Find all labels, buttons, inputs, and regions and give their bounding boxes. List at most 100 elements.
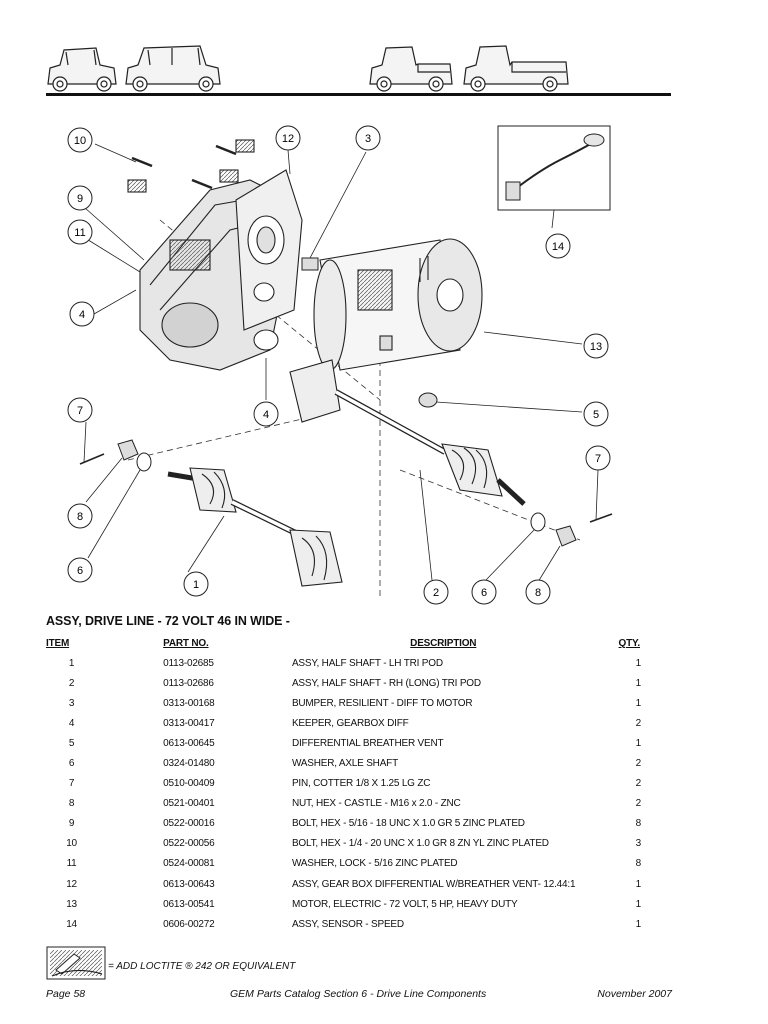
callout-label: 1	[193, 579, 199, 591]
part-number: 0313-00168	[163, 697, 215, 709]
callout-label: 10	[74, 135, 86, 147]
callout-4-top: 4	[69, 301, 95, 327]
part-qty: 8	[635, 818, 642, 830]
part-number: 0510-00409	[163, 778, 215, 790]
callout-label: 5	[593, 409, 599, 421]
item-number: 5	[68, 737, 75, 749]
callout-10: 10	[67, 127, 93, 153]
part-description: WASHER, LOCK - 5/16 ZINC PLATED	[291, 858, 458, 870]
part-description: WASHER, AXLE SHAFT	[291, 758, 398, 770]
part-qty: 1	[635, 677, 642, 689]
item-number: 12	[66, 878, 77, 890]
callout-7-left: 7	[67, 397, 93, 423]
part-number: 0522-00016	[163, 818, 215, 830]
header-part-no: PART NO.	[163, 638, 209, 649]
part-number: 0521-00401	[163, 798, 215, 810]
part-qty: 1	[635, 737, 642, 749]
header-item: ITEM	[46, 638, 70, 649]
half-shaft-rh-long	[289, 359, 526, 506]
parts-table: ITEM PART NO. DESCRIPTION QTY. 1 0113-026…	[46, 636, 658, 934]
callout-4-bottom: 4	[253, 401, 279, 427]
part-number: 0522-00056	[163, 838, 215, 850]
part-description: DIFFERENTIAL BREATHER VENT	[291, 737, 444, 749]
item-number: 7	[68, 778, 75, 790]
item-number: 11	[66, 858, 77, 870]
vehicle-lineup-illustration	[47, 45, 569, 92]
callout-label: 7	[595, 453, 601, 465]
cotter-pin-right	[589, 513, 613, 523]
loctite-note: = ADD LOCTITE ® 242 OR EQUIVALENT	[108, 961, 296, 972]
parts-table-header: ITEM PART NO. DESCRIPTION QTY.	[46, 636, 658, 653]
part-qty: 2	[635, 778, 642, 790]
resilient-bumper	[301, 257, 319, 271]
item-number: 3	[68, 697, 75, 709]
part-description: ASSY, GEAR BOX DIFFERENTIAL W/BREATHER V…	[291, 878, 576, 890]
axle-washer-right	[530, 512, 546, 532]
castle-nut-left	[117, 439, 139, 461]
part-qty: 1	[635, 697, 642, 709]
item-number: 1	[68, 657, 75, 669]
callout-9: 9	[67, 185, 93, 211]
axle-washer-left	[136, 452, 152, 472]
part-number: 0613-00541	[163, 898, 215, 910]
part-description: BOLT, HEX - 5/16 - 18 UNC X 1.0 GR 5 ZIN…	[291, 818, 525, 830]
drive-line-exploded-diagram: 10 12 3 9 11 4 14 13 4 5 7 7 8 6 1 2 6 8	[67, 125, 613, 605]
part-qty: 1	[635, 657, 642, 669]
callout-6-left: 6	[67, 557, 93, 583]
part-description: NUT, HEX - CASTLE - M16 x 2.0 - ZNC	[291, 798, 461, 810]
part-description: KEEPER, GEARBOX DIFF	[291, 717, 409, 729]
hex-bolts	[127, 139, 255, 193]
speed-sensor-inset	[497, 125, 611, 211]
electric-motor	[313, 238, 483, 371]
callout-label: 2	[433, 587, 439, 599]
part-qty: 3	[635, 838, 642, 850]
item-number: 10	[66, 838, 77, 850]
part-description: BOLT, HEX - 1/4 - 20 UNC X 1.0 GR 8 ZN Y…	[291, 838, 549, 850]
callout-label: 13	[590, 341, 602, 353]
table-row: 9 0522-00016 BOLT, HEX - 5/16 - 18 UNC X 1…	[46, 814, 658, 834]
callout-label: 9	[77, 193, 83, 205]
part-qty: 1	[635, 898, 642, 910]
part-number: 0313-00417	[163, 717, 215, 729]
callout-label: 6	[481, 587, 487, 599]
callout-12: 12	[275, 125, 301, 151]
table-row: 12 0613-00643 ASSY, GEAR BOX DIFFERENTIAL …	[46, 874, 658, 894]
castle-nut-right	[555, 525, 577, 547]
part-number: 0613-00643	[163, 878, 215, 890]
half-shaft-lh	[167, 467, 343, 587]
breather-vent	[418, 392, 438, 408]
part-description: ASSY, HALF SHAFT - RH (LONG) TRI POD	[291, 677, 481, 689]
part-number: 0113-02685	[163, 657, 214, 669]
item-number: 13	[66, 898, 77, 910]
part-description: PIN, COTTER 1/8 X 1.25 LG ZC	[291, 778, 431, 790]
header-rule	[46, 93, 671, 96]
callout-13: 13	[583, 333, 609, 359]
callout-6-right: 6	[471, 579, 497, 605]
vehicle-2-seater	[47, 47, 117, 92]
callout-7-right: 7	[585, 445, 611, 471]
header-qty: QTY.	[618, 638, 641, 649]
vehicle-short-truck	[369, 46, 453, 92]
item-number: 9	[68, 818, 75, 830]
item-number: 2	[68, 677, 75, 689]
vehicle-4-seater	[125, 45, 221, 92]
part-description: BUMPER, RESILIENT - DIFF TO MOTOR	[291, 697, 473, 709]
callout-balloons: 10 12 3 9 11 4 14 13 4 5 7 7 8 6 1 2 6 8	[67, 125, 611, 605]
callout-label: 3	[365, 133, 371, 145]
part-description: ASSY, HALF SHAFT - LH TRI POD	[291, 657, 443, 669]
callout-label: 8	[77, 511, 83, 523]
part-description: MOTOR, ELECTRIC - 72 VOLT, 5 HP, HEAVY D…	[291, 898, 518, 910]
callout-label: 12	[282, 133, 294, 145]
part-qty: 1	[635, 878, 642, 890]
item-number: 4	[68, 717, 75, 729]
callout-label: 14	[552, 241, 564, 253]
table-row: 7 0510-00409 PIN, COTTER 1/8 X 1.25 LG ZC 2	[46, 774, 658, 794]
table-row: 3 0313-00168 BUMPER, RESILIENT - DIFF TO M…	[46, 693, 658, 713]
